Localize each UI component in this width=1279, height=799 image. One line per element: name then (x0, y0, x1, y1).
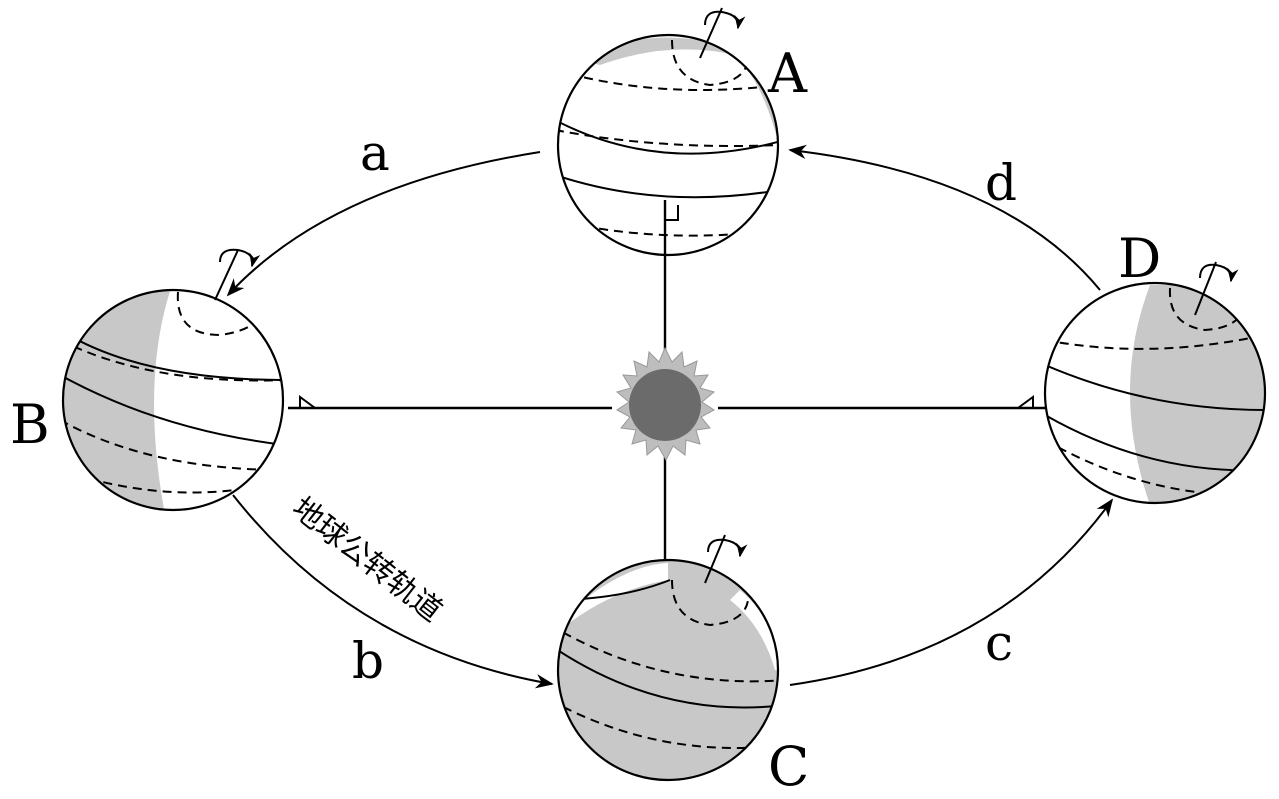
earth-a (556, 7, 780, 257)
label-position-d: D (1118, 227, 1161, 290)
orbit-arc-c (789, 498, 1114, 686)
earth-b (61, 248, 285, 512)
orbit-label: 地球公转轨道 (285, 491, 448, 629)
orbit-arc-a (226, 151, 541, 297)
earth-d (1043, 261, 1267, 505)
label-segment-a: a (360, 124, 390, 182)
label-segment-d: d (985, 154, 1017, 212)
orbit-arc-d (788, 144, 1101, 291)
label-position-c: C (768, 735, 809, 798)
label-position-b: B (10, 393, 50, 456)
orbit-arc-b (232, 494, 554, 689)
right-angle-a (665, 205, 679, 221)
label-segment-b: b (352, 632, 384, 690)
right-angle-b (299, 395, 316, 409)
label-segment-c: c (985, 614, 1013, 672)
label-position-a: A (767, 42, 808, 105)
earth-c (556, 534, 780, 782)
right-angle-d (1017, 395, 1034, 409)
sun-icon (615, 346, 716, 462)
